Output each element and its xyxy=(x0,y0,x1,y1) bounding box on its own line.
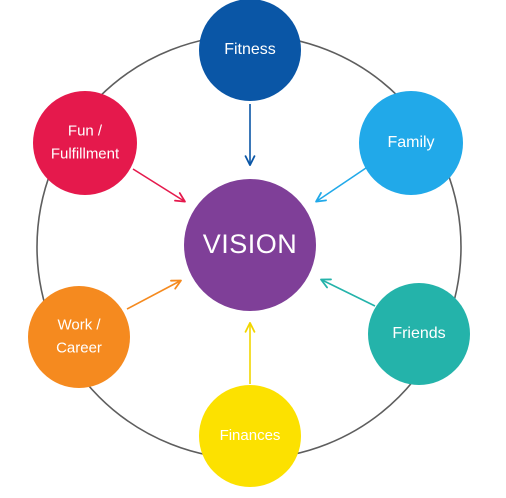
node-family: Family xyxy=(359,91,463,195)
arrows-group xyxy=(126,104,376,384)
center-node: VISION xyxy=(184,179,316,311)
node-label-work-line-2: Career xyxy=(56,339,102,356)
node-finances: Finances xyxy=(199,385,301,487)
node-label-friends: Friends xyxy=(392,325,445,342)
node-circle-fitness xyxy=(199,0,301,101)
node-work: Work / Career xyxy=(28,286,130,388)
arrow-fun xyxy=(132,168,186,203)
node-label-fitness: Fitness xyxy=(224,41,276,58)
node-fitness: Fitness xyxy=(199,0,301,101)
node-circle-finances xyxy=(199,385,301,487)
node-label-fun-line-2: Fulfillment xyxy=(51,145,120,162)
arrow-friends xyxy=(320,278,376,307)
node-friends: Friends xyxy=(368,283,470,385)
node-circle-work xyxy=(28,286,130,388)
node-label-fun-line-1: Fun / xyxy=(68,122,103,139)
node-circle-friends xyxy=(368,283,470,385)
node-circle-fun xyxy=(33,91,137,195)
arrow-work xyxy=(126,279,182,310)
center-label: VISION xyxy=(203,229,298,259)
node-label-finances: Finances xyxy=(220,427,281,444)
node-label-family: Family xyxy=(387,134,434,151)
center-circle xyxy=(184,179,316,311)
node-label-work-line-1: Work / xyxy=(57,316,101,333)
arrow-family xyxy=(315,167,367,203)
node-fun: Fun / Fulfillment xyxy=(33,91,137,195)
node-circle-family xyxy=(359,91,463,195)
